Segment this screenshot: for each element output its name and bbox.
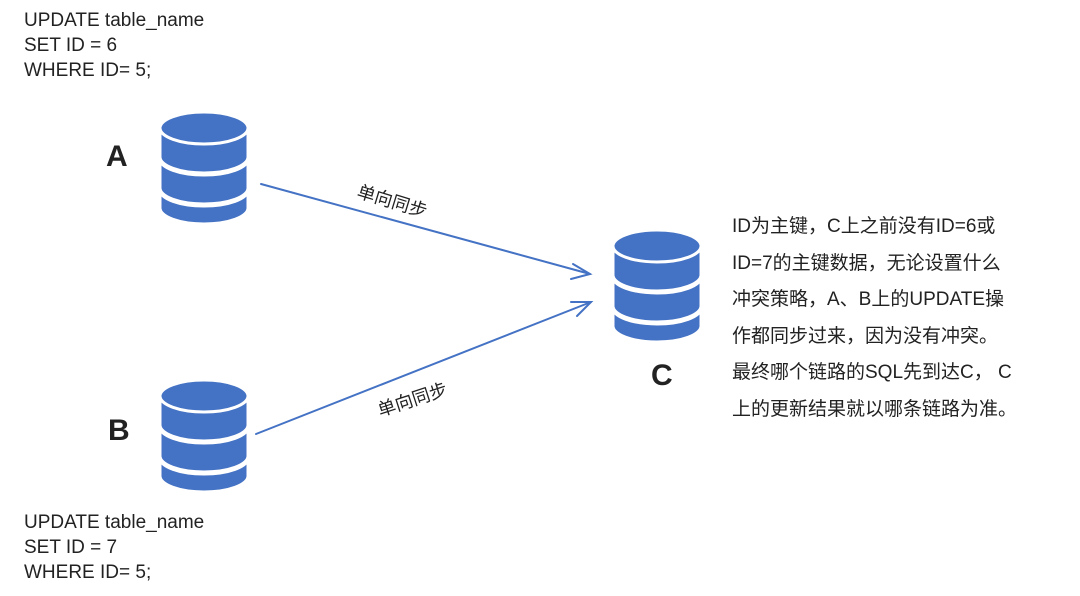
explanation-note: ID为主键，C上之前没有ID=6或 ID=7的主键数据，无论设置什么 冲突策略，… xyxy=(732,209,1017,428)
note-line: 最终哪个链路的SQL先到达C， C xyxy=(732,362,1012,383)
sql-line: SET ID = 7 xyxy=(24,537,118,558)
database-icon xyxy=(158,378,250,494)
sql-line: SET ID = 6 xyxy=(24,35,118,56)
note-line: 作都同步过来，因为没有冲突。 xyxy=(732,325,999,347)
sql-statement-b: UPDATE table_name SET ID = 7 WHERE ID= 5… xyxy=(24,510,204,585)
database-icon xyxy=(158,110,250,226)
database-icon xyxy=(611,228,703,344)
sql-line: WHERE ID= 5; xyxy=(24,60,152,81)
note-line: ID=7的主键数据，无论设置什么 xyxy=(732,252,1001,274)
node-label-a: A xyxy=(106,140,128,173)
arrowhead-icon xyxy=(570,263,593,280)
sql-line: UPDATE table_name xyxy=(24,512,205,533)
note-line: 上的更新结果就以哪条链路为准。 xyxy=(732,398,1018,420)
node-label-c: C xyxy=(651,359,673,392)
sql-line: UPDATE table_name xyxy=(24,10,205,31)
sql-line: WHERE ID= 5; xyxy=(24,562,152,583)
arrow-a-to-c xyxy=(260,183,591,275)
arrowhead-icon xyxy=(570,301,594,317)
node-label-b: B xyxy=(108,414,130,447)
sql-statement-a: UPDATE table_name SET ID = 6 WHERE ID= 5… xyxy=(24,8,204,83)
note-line: 冲突策略，A、B上的UPDATE操 xyxy=(732,289,1005,310)
note-line: ID为主键，C上之前没有ID=6或 xyxy=(732,216,996,237)
arrow-b-to-c xyxy=(255,301,592,435)
